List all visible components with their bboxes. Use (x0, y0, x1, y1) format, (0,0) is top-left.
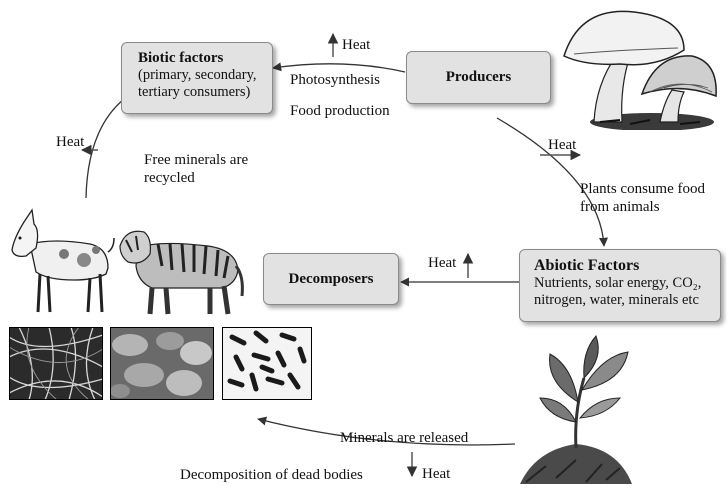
tiger-illustration (119, 230, 244, 315)
cells-micrograph (110, 327, 214, 400)
minerals-released-label: Minerals are released (340, 430, 469, 446)
biotic-factors-line1: (primary, secondary, (138, 67, 257, 83)
photosynthesis-label: Photosynthesis (290, 72, 381, 88)
producers-box: Producers (406, 51, 551, 104)
abiotic-factors-title: Abiotic Factors (534, 257, 640, 274)
mushroom-illustration (563, 10, 717, 130)
bacteria-micrograph (222, 327, 312, 400)
arrow-minerals-released (257, 416, 516, 446)
decomposition-label: Decomposition of dead bodies (180, 467, 363, 483)
free-minerals-label-1: Free minerals are (144, 152, 249, 168)
producers-title: Producers (445, 69, 512, 85)
abiotic-factors-line2: nitrogen, water, minerals etc (534, 292, 699, 308)
decomposers-title: Decomposers (288, 270, 374, 287)
fungi-micrograph (9, 327, 103, 400)
abiotic-factors-box: Abiotic Factors Nutrients, solar energy,… (519, 249, 721, 322)
decomposers-box: Decomposers (263, 253, 399, 305)
heat-label-bottom: Heat (422, 466, 451, 482)
biotic-factors-title: Biotic factors (138, 50, 224, 66)
food-production-label: Food production (290, 103, 390, 119)
biotic-factors-line2: tertiary consumers) (138, 84, 251, 100)
goat-illustration (11, 208, 115, 313)
heat-label-left: Heat (56, 134, 85, 150)
free-minerals-label-2: recycled (144, 170, 195, 186)
heat-label-top: Heat (342, 37, 371, 53)
heat-label-right: Heat (548, 137, 577, 153)
plants-consume-label-1: Plants consume food (580, 181, 705, 197)
arrow-producers-to-abiotic (496, 117, 609, 247)
arrow-producers-to-biotic (272, 62, 406, 73)
abiotic-factors-line1: Nutrients, solar energy, CO₂, (534, 275, 702, 291)
heat-label-middle: Heat (428, 255, 457, 271)
plants-consume-label-2: from animals (580, 199, 660, 215)
plant-seedling-illustration (520, 335, 632, 484)
biotic-factors-box: Biotic factors (primary, secondary, tert… (121, 42, 273, 114)
